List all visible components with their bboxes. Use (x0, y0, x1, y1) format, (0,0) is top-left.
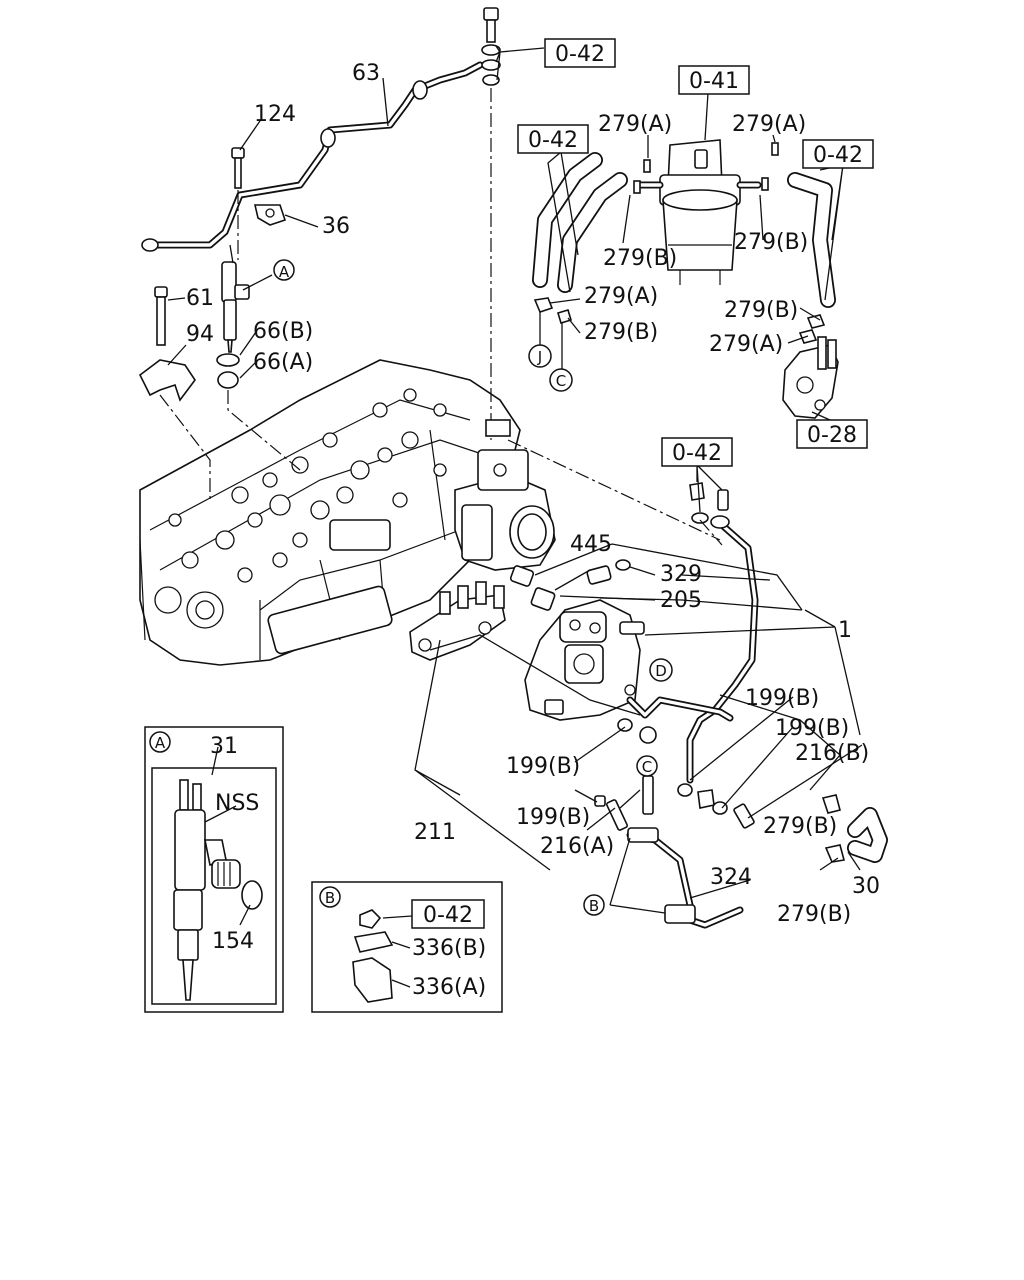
label-324: 324 (710, 865, 752, 890)
label-279a-4: 279(A) (709, 332, 783, 357)
label-279a-2: 279(A) (732, 112, 806, 137)
label-154: 154 (212, 929, 254, 954)
ref-box-042-top (544, 38, 616, 68)
label-279b-5: 279(B) (763, 814, 837, 839)
label-124: 124 (254, 102, 296, 127)
leader-lines (167, 45, 863, 914)
fuel-hoses-filter (532, 152, 836, 370)
ref-042-inset: 0-42 (423, 903, 473, 928)
throttle-body (454, 449, 556, 571)
marker-b-inset: B (325, 889, 335, 907)
ref-041: 0-41 (689, 69, 739, 94)
fuel-rail (409, 581, 506, 661)
ref-042-mid: 0-42 (672, 441, 722, 466)
marker-a-main: A (279, 263, 290, 281)
ref-box-041 (678, 65, 750, 95)
label-66b: 66(B) (253, 319, 313, 344)
label-1: 1 (838, 618, 852, 643)
marker-c-filter: C (556, 372, 566, 390)
label-279a-1: 279(A) (598, 112, 672, 137)
part-number-labels: 63 124 36 61 94 66(B) 66(A) 279(A) 279(A… (186, 61, 880, 1000)
label-279a-3: 279(A) (584, 284, 658, 309)
label-279b-4: 279(B) (724, 298, 798, 323)
ref-box-042-inset (411, 899, 485, 929)
injection-pump (524, 599, 645, 721)
label-63: 63 (352, 61, 380, 86)
label-329: 329 (660, 562, 702, 587)
label-216b: 216(B) (795, 741, 869, 766)
label-279b-1: 279(B) (603, 246, 677, 271)
label-279b-6: 279(B) (777, 902, 851, 927)
label-66a: 66(A) (253, 350, 313, 375)
pipe-324 (594, 775, 744, 929)
label-445: 445 (570, 532, 612, 557)
label-199b-1: 199(B) (745, 686, 819, 711)
ref-042-right: 0-42 (813, 143, 863, 168)
injector-assembly (138, 147, 301, 500)
label-336b: 336(B) (412, 936, 486, 961)
marker-b-lower: B (589, 897, 599, 915)
injection-pipe-63 (141, 61, 484, 252)
ref-box-042-right (802, 139, 874, 169)
label-211: 211 (414, 820, 456, 845)
label-205: 205 (660, 588, 702, 613)
label-nss: NSS (215, 791, 259, 816)
label-279b-2: 279(B) (734, 230, 808, 255)
label-199b-2: 199(B) (775, 716, 849, 741)
marker-j: J (537, 348, 542, 366)
ref-028: 0-28 (807, 423, 857, 448)
label-61: 61 (186, 286, 214, 311)
label-94: 94 (186, 322, 214, 347)
reference-labels: 0-42 0-41 0-42 0-42 0-28 0-42 0-42 (411, 38, 874, 929)
inset-a-injector (144, 726, 284, 1013)
label-199b-3: 199(B) (506, 754, 580, 779)
hose-30 (821, 794, 888, 863)
marker-c-lower: C (642, 758, 652, 776)
label-199b-4: 199(B) (516, 805, 590, 830)
label-36: 36 (322, 214, 350, 239)
circle-markers: A J C D C B A B (149, 259, 673, 916)
label-216a: 216(A) (540, 834, 614, 859)
ref-042-left: 0-42 (528, 128, 578, 153)
label-279b-3: 279(B) (584, 320, 658, 345)
label-30: 30 (852, 874, 880, 899)
priming-pump (782, 336, 839, 419)
ref-box-028 (796, 419, 868, 449)
return-line (617, 482, 759, 829)
fittings-445-329-205 (509, 559, 631, 611)
label-31: 31 (210, 734, 238, 759)
ref-box-042-mid (661, 437, 733, 467)
fuel-filter (633, 139, 779, 285)
ref-042-top: 0-42 (555, 42, 605, 67)
marker-d: D (655, 662, 667, 680)
top-bolt-washers (481, 7, 511, 440)
label-336a: 336(A) (412, 975, 486, 1000)
marker-a-inset: A (155, 734, 166, 752)
ref-box-042-left (517, 124, 589, 154)
